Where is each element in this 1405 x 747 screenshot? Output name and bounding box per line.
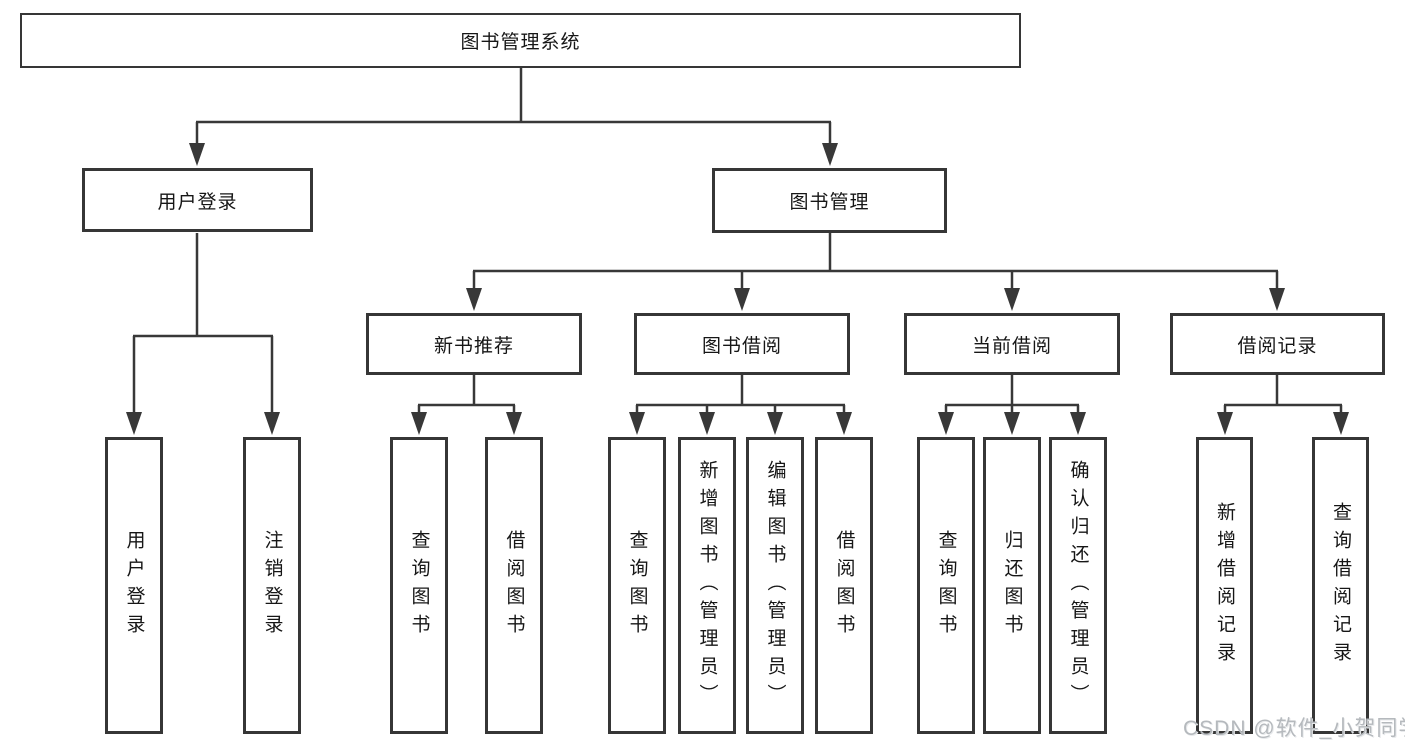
- leaf-query-books-1: 查询图书: [390, 437, 448, 734]
- node-book-borrowing: 图书借阅: [634, 313, 850, 375]
- leaf-return-books: 归还图书: [983, 437, 1041, 734]
- node-current-borrowing: 当前借阅: [904, 313, 1120, 375]
- node-library-management-system: 图书管理系统: [20, 13, 1021, 68]
- node-label: 新书推荐: [433, 335, 514, 357]
- leaf-label: 查询借阅记录: [1330, 501, 1351, 670]
- node-new-book-recommendation: 新书推荐: [366, 313, 582, 375]
- leaf-label: 借阅图书: [503, 529, 525, 642]
- leaf-label: 编辑图书（管理员）: [764, 459, 786, 712]
- node-label: 图书管理系统: [460, 32, 581, 53]
- node-label: 借阅记录: [1237, 335, 1318, 357]
- leaf-add-books-admin: 新增图书（管理员）: [678, 437, 736, 734]
- leaf-confirm-return-admin: 确认归还（管理员）: [1049, 437, 1107, 734]
- node-label: 用户登录: [157, 191, 238, 213]
- leaf-query-books-3: 查询图书: [917, 437, 975, 734]
- leaf-borrow-books-1: 借阅图书: [485, 437, 543, 734]
- watermark-csdn: CSDN @软件_小贺同学: [1183, 717, 1405, 740]
- node-book-management: 图书管理: [712, 168, 947, 233]
- leaf-label: 新增借阅记录: [1214, 501, 1235, 670]
- leaf-label: 查询图书: [626, 529, 648, 642]
- node-user-login: 用户登录: [82, 168, 313, 232]
- leaf-label: 借阅图书: [833, 529, 855, 642]
- leaf-label: 查询图书: [408, 529, 430, 642]
- leaf-label: 确认归还（管理员）: [1067, 459, 1089, 712]
- leaf-label: 归还图书: [1001, 529, 1023, 642]
- leaf-logout: 注销登录: [243, 437, 301, 734]
- leaf-user-login: 用户登录: [105, 437, 163, 734]
- node-borrowing-records: 借阅记录: [1170, 313, 1385, 375]
- node-label: 图书管理: [789, 192, 870, 213]
- node-label: 图书借阅: [701, 335, 782, 357]
- node-label: 当前借阅: [971, 335, 1052, 357]
- leaf-label: 查询图书: [935, 529, 957, 642]
- leaf-label: 注销登录: [261, 529, 283, 642]
- leaf-label: 用户登录: [123, 529, 145, 642]
- leaf-query-borrow-record: 查询借阅记录: [1312, 437, 1369, 734]
- leaf-query-books-2: 查询图书: [608, 437, 666, 734]
- leaf-add-borrow-record: 新增借阅记录: [1196, 437, 1253, 734]
- leaf-label: 新增图书（管理员）: [696, 459, 718, 712]
- leaf-borrow-books-2: 借阅图书: [815, 437, 873, 734]
- leaf-edit-books-admin: 编辑图书（管理员）: [746, 437, 804, 734]
